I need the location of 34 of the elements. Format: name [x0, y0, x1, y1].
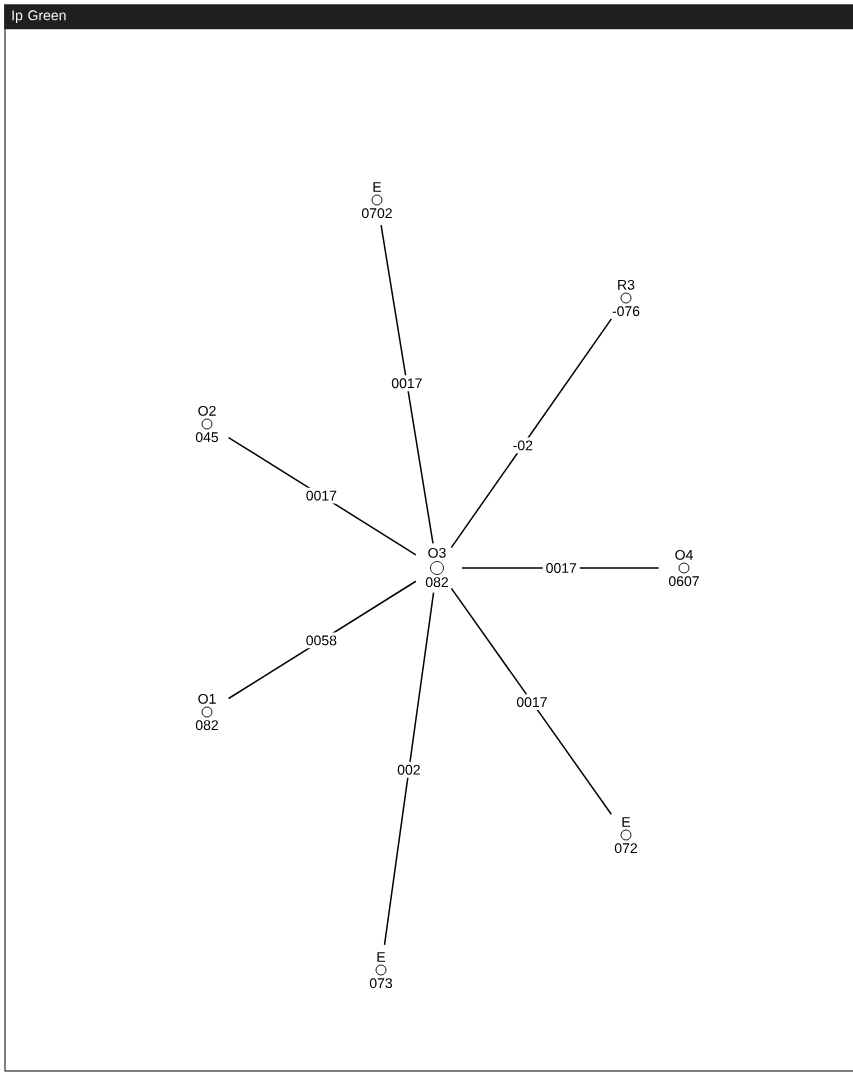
- node-label: O2: [198, 405, 216, 416]
- vertex: E 072: [614, 817, 637, 854]
- node-label: 072: [614, 843, 637, 854]
- connector: [380, 224, 434, 545]
- edge-label: 0058: [302, 632, 340, 649]
- connector: [450, 318, 613, 549]
- vertex: O2 045: [195, 405, 219, 443]
- vertex: E 073: [369, 952, 393, 989]
- node-label: O4: [675, 549, 693, 560]
- node-label: E: [622, 817, 631, 827]
- node-label: O3: [428, 547, 446, 558]
- vertex: R3 -076: [612, 279, 640, 317]
- vertex: O1 082: [195, 693, 218, 731]
- edge-label: -02: [509, 437, 536, 454]
- node-label: O1: [198, 693, 216, 704]
- vertex: E 0702: [362, 182, 392, 219]
- node-label: 0702: [361, 208, 392, 219]
- node-label: 082: [425, 577, 448, 588]
- node-label: 073: [369, 978, 393, 989]
- node-label: 082: [195, 720, 218, 731]
- vertex: O4 0607: [669, 549, 699, 587]
- edge-label: 0017: [542, 560, 580, 576]
- node-label: 045: [195, 432, 219, 443]
- node-label: E: [377, 952, 386, 962]
- node-label: E: [373, 182, 382, 192]
- node-label: -076: [612, 306, 640, 317]
- connector: [450, 587, 613, 815]
- node-label: R3: [618, 279, 635, 290]
- connector: [383, 591, 435, 946]
- vertex: O3 082: [425, 547, 448, 588]
- edge-label: 0017: [388, 375, 426, 392]
- title-bar: Ip Green: [4, 4, 853, 30]
- edge-label: 0017: [513, 694, 551, 711]
- node-label: 0607: [668, 576, 699, 587]
